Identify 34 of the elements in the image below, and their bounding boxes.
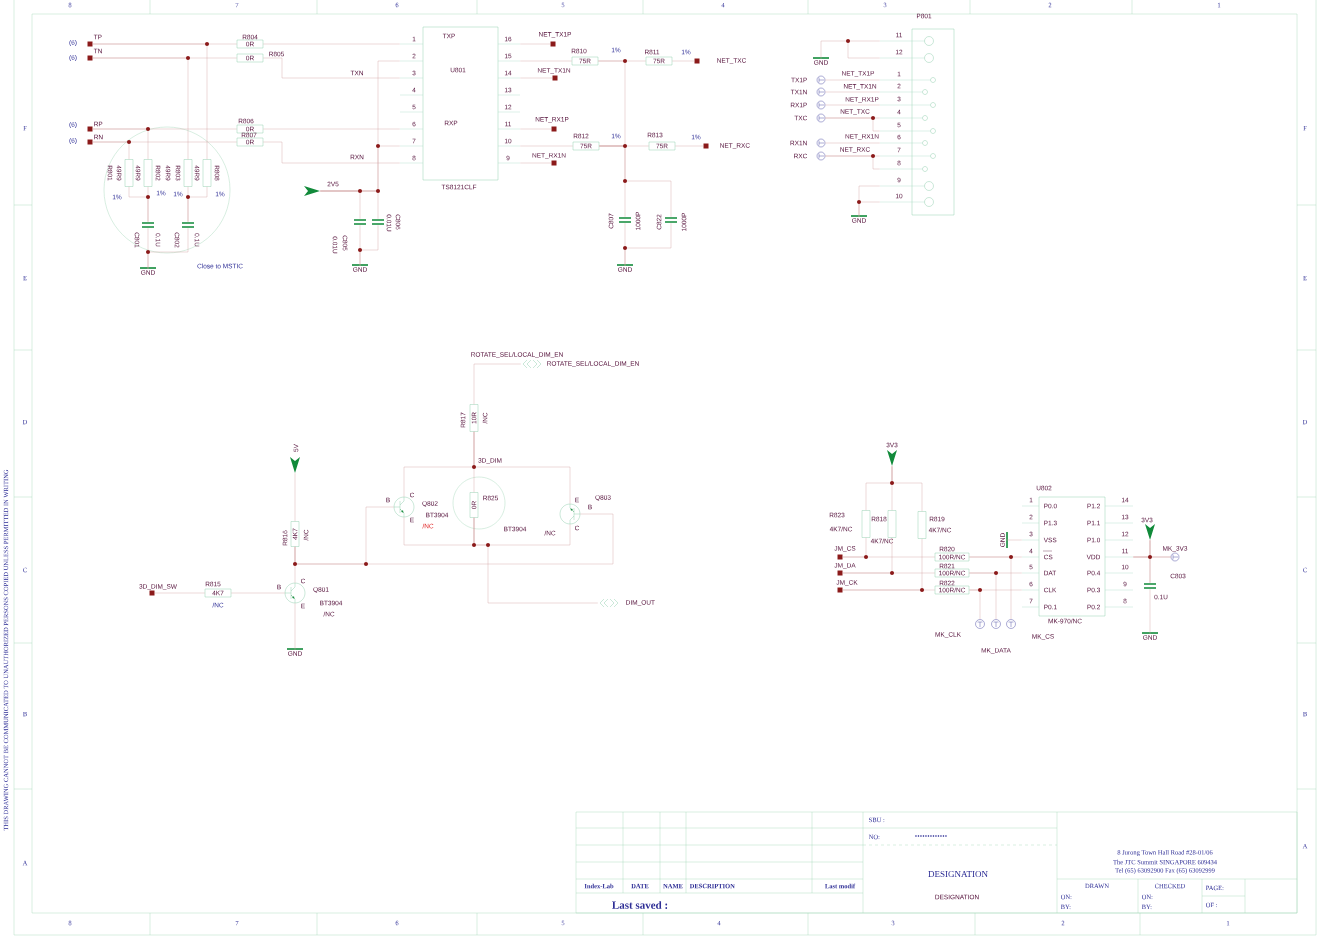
wire (187, 186, 208, 222)
wire (320, 190, 379, 219)
wire (92, 128, 149, 160)
wire (473, 517, 598, 604)
wire (263, 141, 400, 164)
wire (858, 201, 880, 218)
wire (473, 431, 571, 504)
wire (599, 145, 672, 217)
wire (820, 40, 880, 60)
wire (891, 466, 923, 512)
title-block-text: DESIGNATION (928, 871, 988, 878)
wire (842, 572, 935, 574)
wire (825, 155, 880, 170)
wire (403, 517, 475, 546)
wire (969, 572, 997, 620)
wire (147, 186, 149, 222)
wire (294, 513, 614, 565)
wire (473, 363, 521, 405)
wire (1149, 540, 1171, 558)
wire (147, 228, 189, 270)
wire (825, 117, 880, 132)
wire (92, 43, 208, 160)
wire (263, 57, 400, 79)
title-block-text: Last saved : (612, 901, 668, 909)
wire (92, 57, 189, 160)
wire (969, 589, 981, 620)
wire (624, 223, 672, 267)
wire (842, 556, 935, 558)
wire (598, 60, 626, 147)
wire (359, 225, 379, 267)
title-block-text: ............. (915, 835, 947, 837)
wire (842, 589, 935, 591)
wire (92, 141, 130, 160)
wire (969, 556, 1012, 620)
